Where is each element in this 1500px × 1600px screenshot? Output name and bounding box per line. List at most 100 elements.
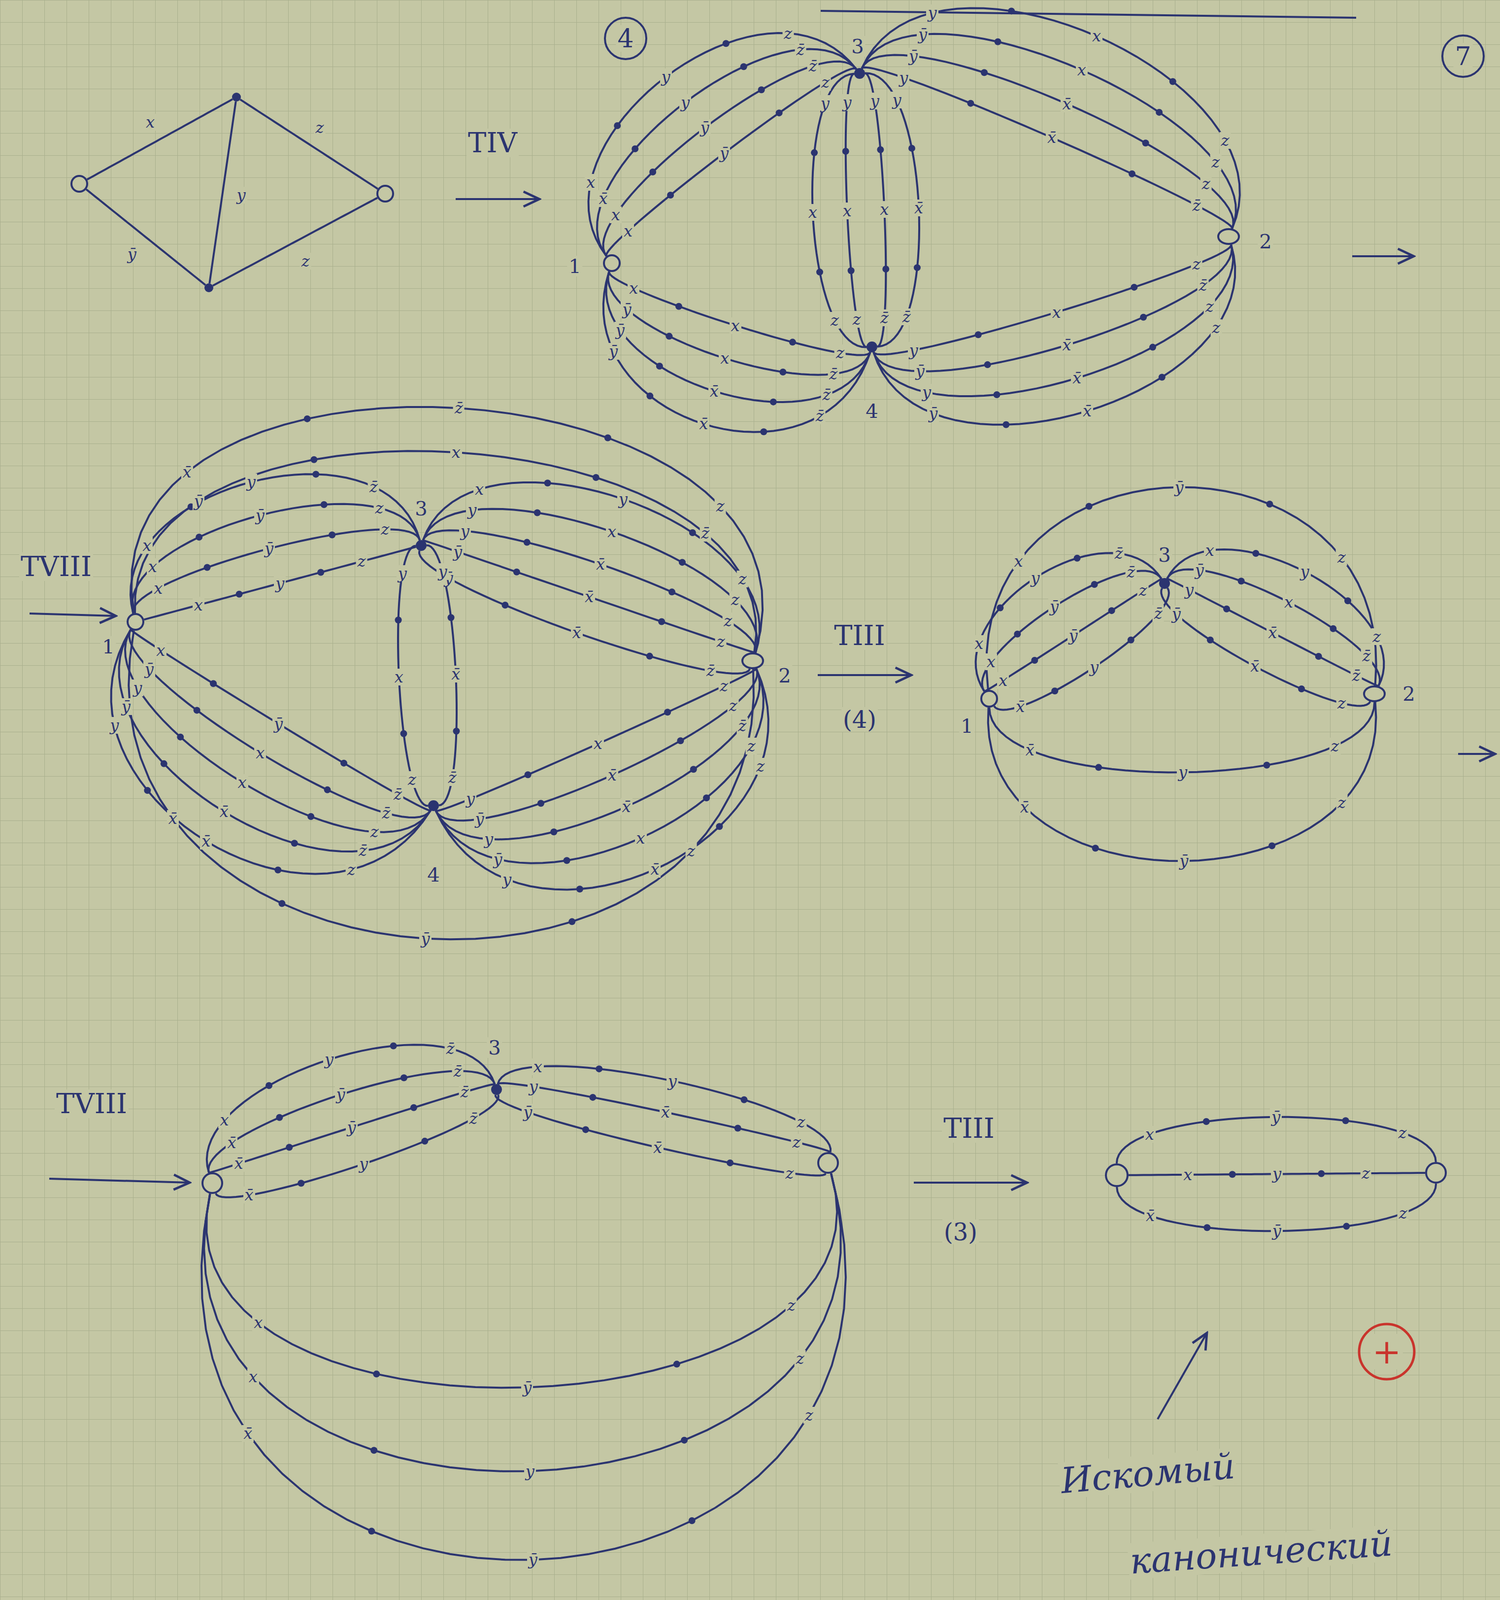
graph-curve: [208, 1070, 495, 1173]
edge-label: z: [834, 344, 846, 362]
subdivision-point: [195, 533, 203, 541]
transformation-label: TIV: [466, 128, 519, 158]
edge-label: x̄: [1024, 741, 1036, 759]
edge-label: x: [718, 349, 731, 367]
vertex-number: 1: [959, 715, 975, 736]
vertex-shape: [415, 539, 427, 551]
graph-edge: [423, 508, 758, 653]
edge-label: x̄: [651, 1138, 664, 1156]
graph-edge: [861, 33, 1236, 229]
graph-edge: [975, 552, 1162, 692]
edge-label: z: [782, 25, 794, 42]
edge-label: ȳ: [263, 539, 275, 557]
subdivision-point: [1342, 1222, 1350, 1230]
edge-label: x̄: [648, 860, 661, 878]
vertex-shape: [126, 612, 145, 631]
subdivision-point: [680, 1436, 688, 1444]
graph-edge: [128, 630, 754, 940]
edge-label: y: [617, 490, 630, 508]
edge-label: z: [819, 73, 832, 91]
graph-edge: [1161, 588, 1370, 706]
edge-label: x̄: [1081, 402, 1094, 420]
edge-label: ȳ: [914, 362, 927, 380]
subdivision-point: [1127, 636, 1135, 644]
edge-label: x: [1203, 541, 1216, 559]
edge-label: ȳ: [1270, 1222, 1283, 1239]
edge-label: y: [524, 1462, 536, 1480]
vertex-number: 2: [1400, 683, 1417, 704]
graph-curves: [86, 99, 1436, 1560]
vertex: [1426, 1162, 1446, 1183]
subdivision-point: [589, 1093, 597, 1101]
subdivision-point: [524, 770, 532, 778]
subdivision-point: [176, 733, 184, 741]
graph-edge: [119, 629, 432, 852]
subdivision-point: [291, 839, 299, 847]
edge-label: y: [357, 1155, 370, 1172]
pointer-arrow: [1157, 1332, 1207, 1419]
edge-label: x: [878, 200, 891, 218]
subdivision-point: [656, 362, 664, 370]
edge-label: ȳ: [718, 144, 731, 162]
edge-label: ȳ: [1048, 598, 1061, 615]
graph-edge: [130, 473, 420, 613]
arrow: [455, 198, 540, 200]
edge-label: y: [868, 92, 881, 110]
edge-label: z: [406, 770, 418, 788]
edge-label: y: [1298, 563, 1311, 580]
vertex-shape: [602, 254, 621, 272]
subdivision-point: [1252, 549, 1260, 557]
subdivision-point: [275, 1113, 283, 1121]
subdivision-point: [533, 508, 541, 516]
graph-edge: [988, 701, 1377, 861]
edge-label: z̄: [1125, 563, 1137, 581]
edge-label: x̄: [606, 766, 619, 784]
edge-label: x: [1012, 552, 1025, 570]
edge-label: ȳ: [451, 543, 464, 561]
subdivision-point: [209, 679, 217, 687]
subdivision-point: [501, 601, 509, 609]
edge-label: z: [727, 697, 739, 714]
subdivision-point: [688, 1516, 696, 1524]
subdivision-point: [996, 603, 1004, 611]
edge-label: y: [1088, 658, 1100, 676]
subdivision-point: [1206, 636, 1214, 644]
subdivision-point: [702, 794, 710, 801]
edge-label: z: [685, 842, 697, 860]
vertex-outline: [867, 342, 877, 352]
edge-label: y: [459, 522, 471, 540]
edge-label: ȳ: [345, 1118, 358, 1136]
subdivision-point: [303, 415, 311, 423]
edge-label: z̄: [821, 386, 833, 403]
graph-vertex: 1: [602, 254, 621, 272]
edge-label: x̄: [243, 1186, 256, 1203]
edge-label: y: [920, 383, 933, 401]
edge-label: z: [300, 252, 312, 270]
subdivision-point: [658, 618, 666, 626]
vertex-outline: [1364, 686, 1385, 701]
graph-edge: [435, 668, 758, 821]
edge-label: x: [972, 634, 985, 652]
edge-label: y: [235, 186, 248, 204]
vertex-shape: [741, 652, 765, 669]
graph-vertex: 3: [1159, 577, 1170, 589]
edge-label: x: [841, 202, 854, 220]
subdivision-point: [1073, 554, 1081, 562]
graph-curve: [206, 1172, 837, 1388]
edge-label: x̄: [200, 832, 212, 850]
edge-label: x: [634, 829, 647, 847]
vertex-shape: [980, 689, 999, 708]
edge-label: z: [851, 310, 863, 328]
vertex-outline: [127, 613, 144, 630]
edge-label: z: [794, 1349, 806, 1367]
edge-label: y: [840, 94, 853, 111]
edge-label: z: [356, 552, 368, 570]
vertex-outline: [1218, 229, 1239, 244]
edge-label: ȳ: [1066, 627, 1079, 644]
subdivision-point: [668, 588, 676, 596]
subdivision-point: [274, 866, 282, 874]
edge-label: z̄: [699, 524, 711, 542]
graph-edge: [873, 244, 1232, 372]
edge-label: z: [1397, 1204, 1409, 1222]
edge-label: y: [819, 95, 832, 112]
